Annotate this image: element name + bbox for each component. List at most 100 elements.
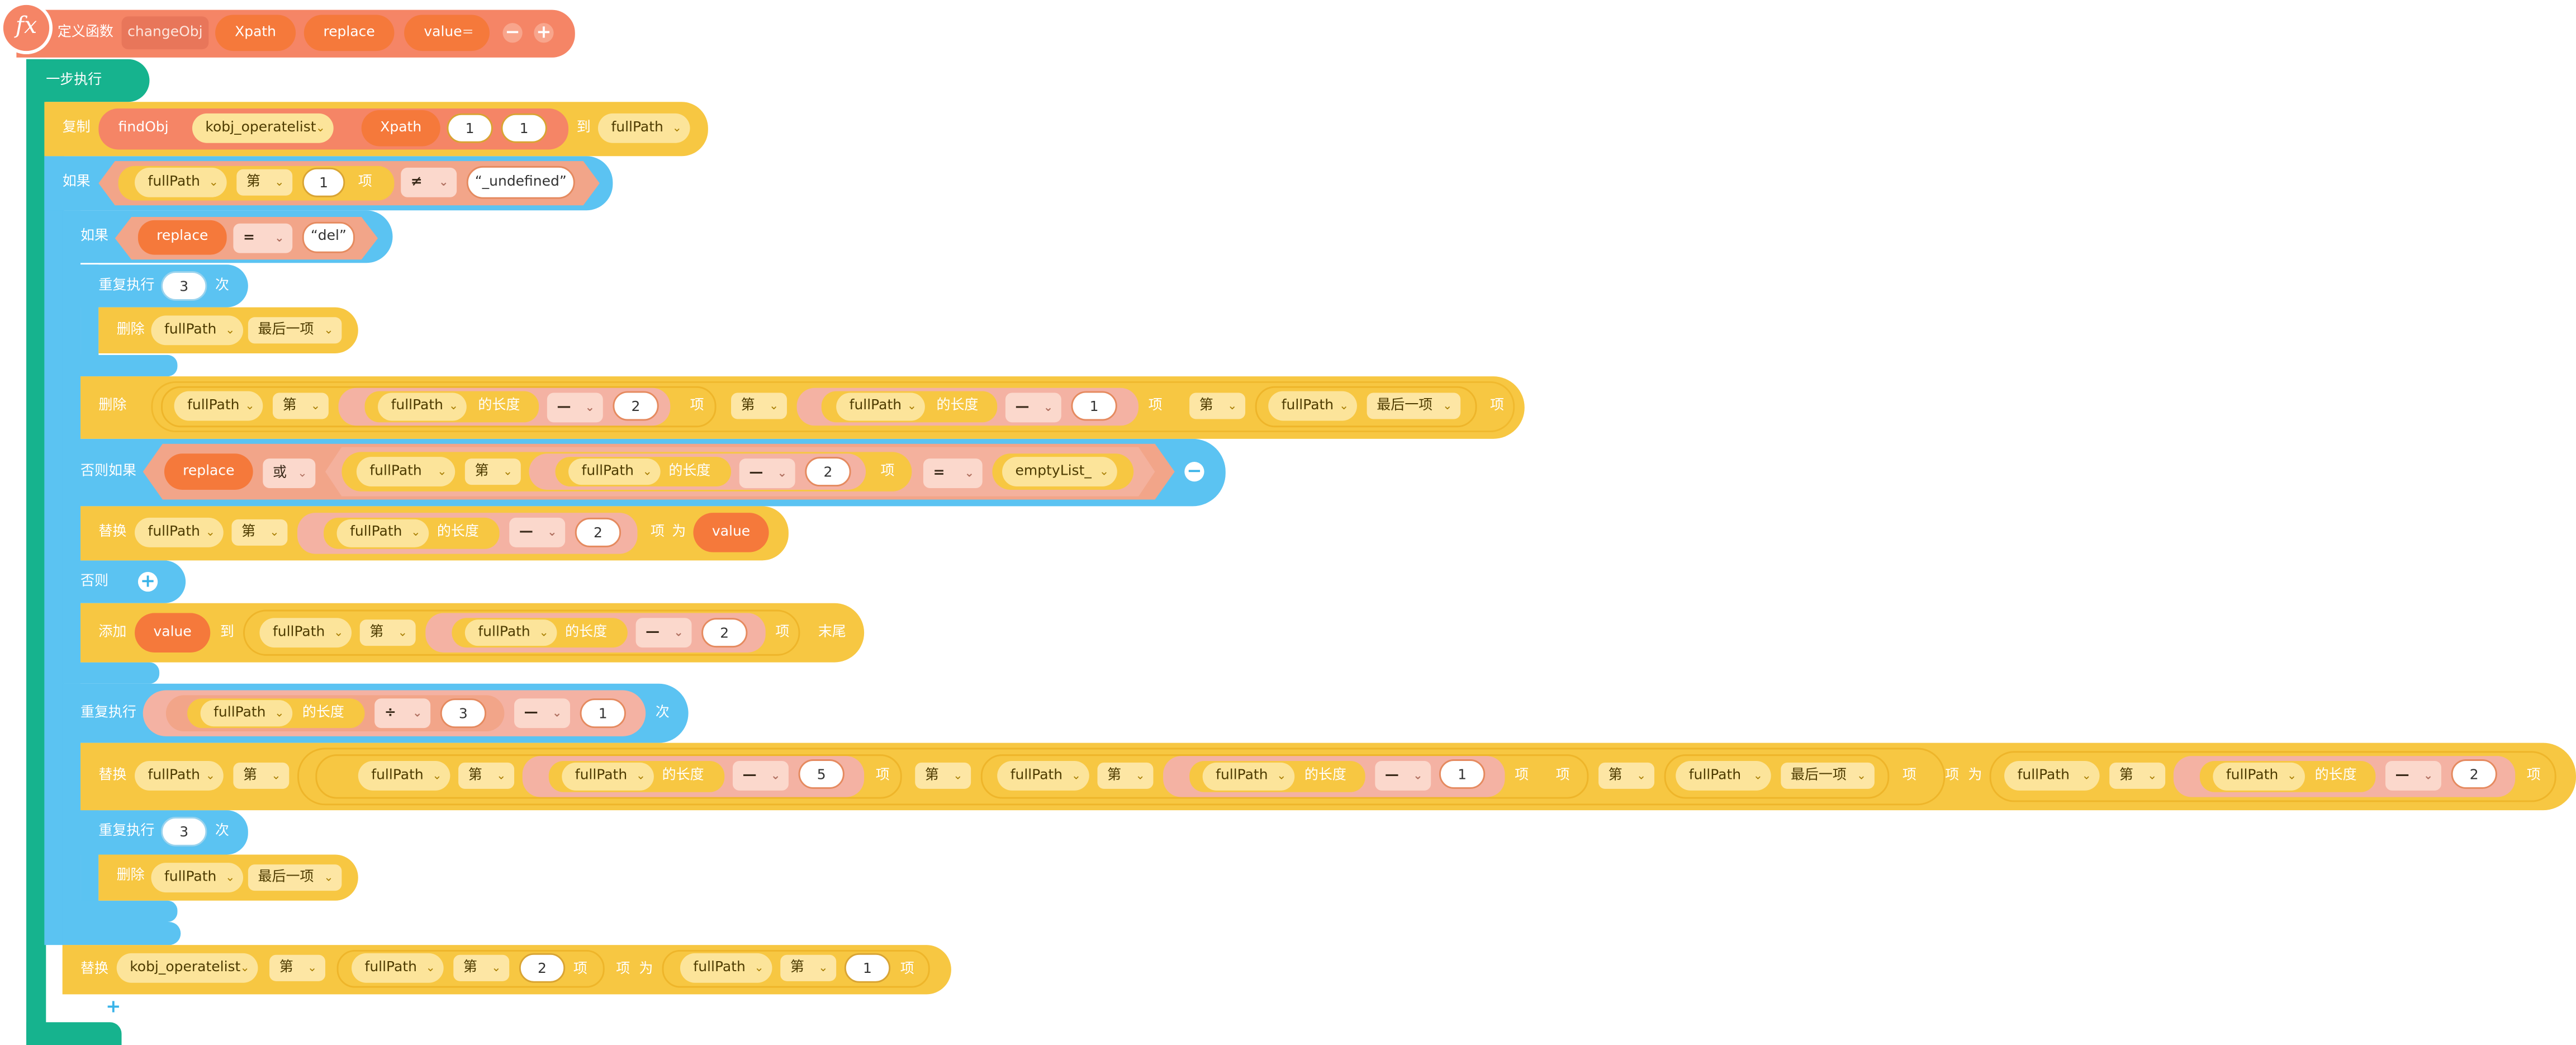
rep2-n1[interactable]: 3	[440, 698, 487, 729]
del2-len2-var[interactable]: fullPath⌄	[836, 393, 925, 421]
if1-var-dropdown[interactable]: fullPath⌄	[135, 167, 227, 197]
repl2-idx2-nth[interactable]: 第⌄	[1097, 762, 1154, 789]
repl1-minus[interactable]: —⌄	[509, 517, 566, 547]
repl1-n[interactable]: 2	[575, 517, 622, 547]
del1-opt-dropdown[interactable]: 最后一项⌄	[248, 317, 342, 344]
rep2-len-var[interactable]: fullPath⌄	[200, 700, 293, 727]
repl3-nth-dropdown[interactable]: 第⌄	[269, 954, 326, 981]
add-value[interactable]: value	[135, 613, 211, 652]
repl2-val-var[interactable]: fullPath⌄	[2004, 760, 2100, 791]
elseif-eq-dropdown[interactable]: =⌄	[923, 458, 983, 489]
chevron-down-icon: ⌄	[1636, 769, 1647, 783]
if1-str[interactable]: “_undefined”	[466, 166, 575, 199]
repl2-nth3[interactable]: 第⌄	[1598, 762, 1654, 789]
add-len-var[interactable]: fullPath⌄	[464, 620, 557, 646]
repl1-len-var[interactable]: fullPath⌄	[336, 519, 429, 547]
repl2-idx2-minus[interactable]: —⌄	[1375, 760, 1431, 791]
del2-nth1-dropdown[interactable]: 第⌄	[272, 393, 329, 419]
main-block-header[interactable]	[26, 59, 150, 102]
repl1-var-dropdown[interactable]: fullPath⌄	[135, 517, 224, 547]
del2-nth3-dropdown[interactable]: 第⌄	[1189, 393, 1246, 419]
add-n[interactable]: 2	[701, 618, 748, 648]
repl2-var-dropdown[interactable]: fullPath⌄	[135, 760, 224, 791]
repl3-val-nth[interactable]: 第⌄	[780, 954, 837, 981]
repl2-nth3-text: 第	[1608, 767, 1623, 784]
elseif-n[interactable]: 2	[805, 457, 851, 487]
rep2-div-op[interactable]: ÷⌄	[374, 698, 431, 729]
repl2-val-minus[interactable]: —⌄	[2385, 760, 2441, 791]
del1-var-dropdown[interactable]: fullPath⌄	[151, 315, 244, 346]
repl2-n1[interactable]: 5	[798, 759, 845, 789]
minus-icon[interactable]: −	[502, 22, 523, 43]
del2-len1-var[interactable]: fullPath⌄	[378, 393, 467, 421]
repl2-n2[interactable]: 1	[1439, 759, 1486, 789]
repl2-last-var[interactable]: fullPath⌄	[1676, 760, 1771, 791]
del2-var3-dropdown[interactable]: fullPath⌄	[1268, 391, 1357, 421]
elseif-nth-dropdown[interactable]: 第⌄	[464, 458, 521, 485]
if1-op-dropdown[interactable]: ≠⌄	[401, 167, 457, 197]
repl2-val-len-var[interactable]: fullPath⌄	[2213, 762, 2305, 791]
repl2-n3[interactable]: 2	[2451, 759, 2497, 789]
elseif-len-var[interactable]: fullPath⌄	[568, 458, 661, 485]
remove-elseif-icon[interactable]: −	[1184, 461, 1204, 482]
elseif-var2-dropdown[interactable]: fullPath⌄	[356, 457, 456, 487]
if2-op-dropdown[interactable]: =⌄	[233, 223, 293, 253]
del2-opt-dropdown[interactable]: 最后一项⌄	[1367, 393, 1461, 419]
repl2-nth2[interactable]: 第⌄	[915, 762, 971, 789]
repl2-idx1-len-var[interactable]: fullPath⌄	[562, 762, 654, 791]
elseif-or-dropdown[interactable]: 或⌄	[263, 458, 316, 489]
repl3-n1[interactable]: 2	[519, 953, 566, 983]
repl2-last-opt[interactable]: 最后一项⌄	[1781, 762, 1875, 789]
add-branch-icon[interactable]: +	[137, 571, 158, 592]
param-value[interactable]: value=	[404, 15, 490, 51]
repl3-val-var[interactable]: fullPath⌄	[680, 953, 772, 983]
repl2-idx1-var[interactable]: fullPath⌄	[358, 760, 450, 791]
del2-n1[interactable]: 2	[613, 391, 659, 421]
repl1-value[interactable]: value	[693, 513, 769, 552]
repl3-nth2-dropdown[interactable]: 第⌄	[453, 954, 510, 981]
repl2-idx1-minus[interactable]: —⌄	[732, 760, 789, 791]
repl2-nth-dropdown[interactable]: 第⌄	[233, 762, 290, 789]
copy-num2[interactable]: 1	[501, 113, 547, 143]
copy-target-dropdown[interactable]: fullPath⌄	[597, 113, 690, 143]
repl2-val-nth[interactable]: 第⌄	[2109, 762, 2166, 789]
param-xpath[interactable]: Xpath	[215, 15, 296, 51]
repl3-list-dropdown[interactable]: kobj_operatelist⌄	[116, 953, 258, 983]
elseif-minus[interactable]: —⌄	[739, 458, 795, 489]
del2-var1-dropdown[interactable]: fullPath⌄	[174, 391, 263, 421]
add-statement-icon[interactable]: +	[103, 997, 124, 1018]
add-var-dropdown[interactable]: fullPath⌄	[259, 618, 352, 648]
repl1-nth-dropdown[interactable]: 第⌄	[231, 519, 288, 546]
if2-var[interactable]: replace	[137, 220, 227, 255]
repl2-idx2-var[interactable]: fullPath⌄	[997, 760, 1089, 791]
chevron-down-icon: ⌄	[274, 176, 284, 190]
repl2-idx1-nth[interactable]: 第⌄	[458, 762, 515, 789]
del2-nth2-dropdown[interactable]: 第⌄	[731, 393, 787, 419]
param-replace[interactable]: replace	[303, 15, 395, 51]
del2-minus1[interactable]: —⌄	[547, 393, 603, 423]
copy-num1[interactable]: 1	[447, 113, 493, 143]
elseif-empty-dropdown[interactable]: emptyList_⌄	[1002, 457, 1117, 487]
rep3-num[interactable]: 3	[161, 816, 207, 847]
rep2-n2[interactable]: 1	[580, 698, 626, 729]
if1-nth-dropdown[interactable]: 第⌄	[236, 169, 293, 196]
repl3-n2[interactable]: 1	[844, 953, 891, 983]
del3-var-dropdown[interactable]: fullPath⌄	[151, 863, 244, 893]
plus-icon[interactable]: +	[534, 22, 554, 43]
if2-str[interactable]: “del”	[302, 221, 355, 253]
elseif-var[interactable]: replace	[164, 453, 253, 490]
del2-n2[interactable]: 1	[1071, 391, 1117, 421]
function-name[interactable]: changeObj	[121, 16, 209, 50]
del2-minus2[interactable]: —⌄	[1005, 393, 1061, 423]
repl2-idx2-len-var[interactable]: fullPath⌄	[1202, 762, 1295, 791]
rep1-num[interactable]: 3	[161, 271, 207, 301]
else-bar[interactable]	[62, 560, 186, 603]
add-nth-dropdown[interactable]: 第⌄	[359, 620, 416, 646]
if1-num[interactable]: 1	[302, 167, 345, 197]
rep2-minus[interactable]: —⌄	[514, 698, 570, 729]
add-minus[interactable]: —⌄	[635, 618, 692, 648]
copy-xpath[interactable]: Xpath	[361, 110, 440, 146]
del3-opt-dropdown[interactable]: 最后一项⌄	[248, 864, 342, 891]
copy-list-dropdown[interactable]: kobj_operatelist⌄	[192, 113, 334, 143]
repl3-var-dropdown[interactable]: fullPath⌄	[352, 953, 444, 983]
